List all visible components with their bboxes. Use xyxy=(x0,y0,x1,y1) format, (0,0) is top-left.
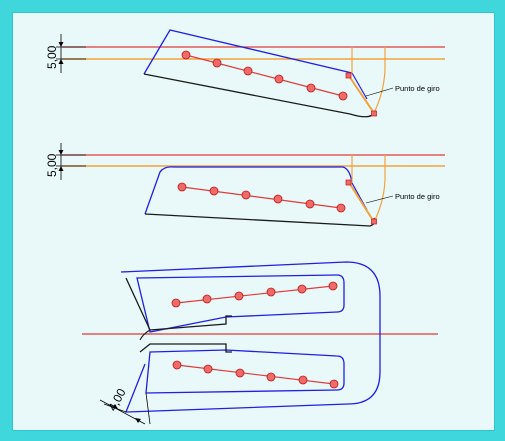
rivet-point xyxy=(241,190,251,200)
rivet-point xyxy=(266,372,276,382)
pivot-marker xyxy=(345,179,352,186)
pivot-swing-line xyxy=(349,183,375,223)
rivet-point xyxy=(203,364,213,374)
pivot-guide-line xyxy=(373,155,386,223)
callout-label: Punto de giro xyxy=(395,192,440,201)
dimension-arrow xyxy=(58,150,64,155)
dimension-arrow xyxy=(135,418,141,423)
rivet-point xyxy=(306,83,316,93)
diagram-panel-1: 5,00 Punto de giro xyxy=(45,29,445,118)
dimension-label: 4,00 xyxy=(105,386,128,413)
dimension-label: 5,00 xyxy=(45,45,59,69)
rivet-point xyxy=(177,182,187,192)
rivet-point xyxy=(266,287,276,297)
rivet-point xyxy=(329,379,339,389)
callout-leader xyxy=(365,87,394,97)
diagram-panel-3: 4,00 xyxy=(82,261,438,425)
blade-tip-blue xyxy=(351,72,368,100)
dimension-arrow xyxy=(58,59,64,64)
dimension-extension xyxy=(145,392,151,425)
rivet-point xyxy=(181,50,191,60)
dimension-arrow xyxy=(112,404,118,409)
rivet-point xyxy=(273,194,283,204)
profile-inner-blue xyxy=(145,349,345,394)
jaw-outline-black xyxy=(139,329,151,341)
rivet-point xyxy=(305,199,315,209)
callout-label: Punto de giro xyxy=(395,84,440,93)
jaw-outline-black xyxy=(125,277,232,331)
blade-outline-black xyxy=(144,213,376,227)
stroke-line xyxy=(181,186,342,209)
rivet-point xyxy=(212,58,222,68)
pivot-swing-line xyxy=(348,75,375,114)
callout-leader xyxy=(365,195,394,204)
rivet-point xyxy=(243,66,253,76)
blade-outline-blue xyxy=(144,166,353,215)
stroke-line xyxy=(175,285,334,304)
rivet-point xyxy=(202,294,212,304)
rivet-point xyxy=(336,203,346,213)
pivot-guide-line xyxy=(373,47,386,114)
rivet-point xyxy=(209,186,219,196)
blade-outline-blue xyxy=(143,29,353,75)
rivet-point xyxy=(297,284,307,294)
dimension-arrow xyxy=(58,42,64,47)
profile-outer-blue xyxy=(120,261,381,413)
rivet-point xyxy=(172,360,182,370)
pivot-marker xyxy=(371,110,377,117)
rivet-point xyxy=(328,281,338,291)
rivet-point xyxy=(235,368,245,378)
stroke-line xyxy=(176,364,335,385)
rivet-point xyxy=(171,298,181,308)
rivet-point xyxy=(338,91,348,101)
drawing-panel xyxy=(12,12,495,431)
profile-inner-blue xyxy=(136,274,345,333)
rivet-point xyxy=(298,375,308,385)
stroke-line xyxy=(185,54,344,97)
rivet-point xyxy=(234,291,244,301)
pivot-guide-line xyxy=(348,47,353,77)
rivet-point xyxy=(274,74,284,84)
pivot-marker xyxy=(371,218,377,225)
pivot-marker xyxy=(345,72,352,79)
dimension-label: 5,00 xyxy=(45,153,59,177)
jaw-outline-black xyxy=(139,343,232,353)
diagram-panel-2: 5,00 Punto de giro xyxy=(45,143,445,227)
dimension-arrow xyxy=(58,166,64,171)
